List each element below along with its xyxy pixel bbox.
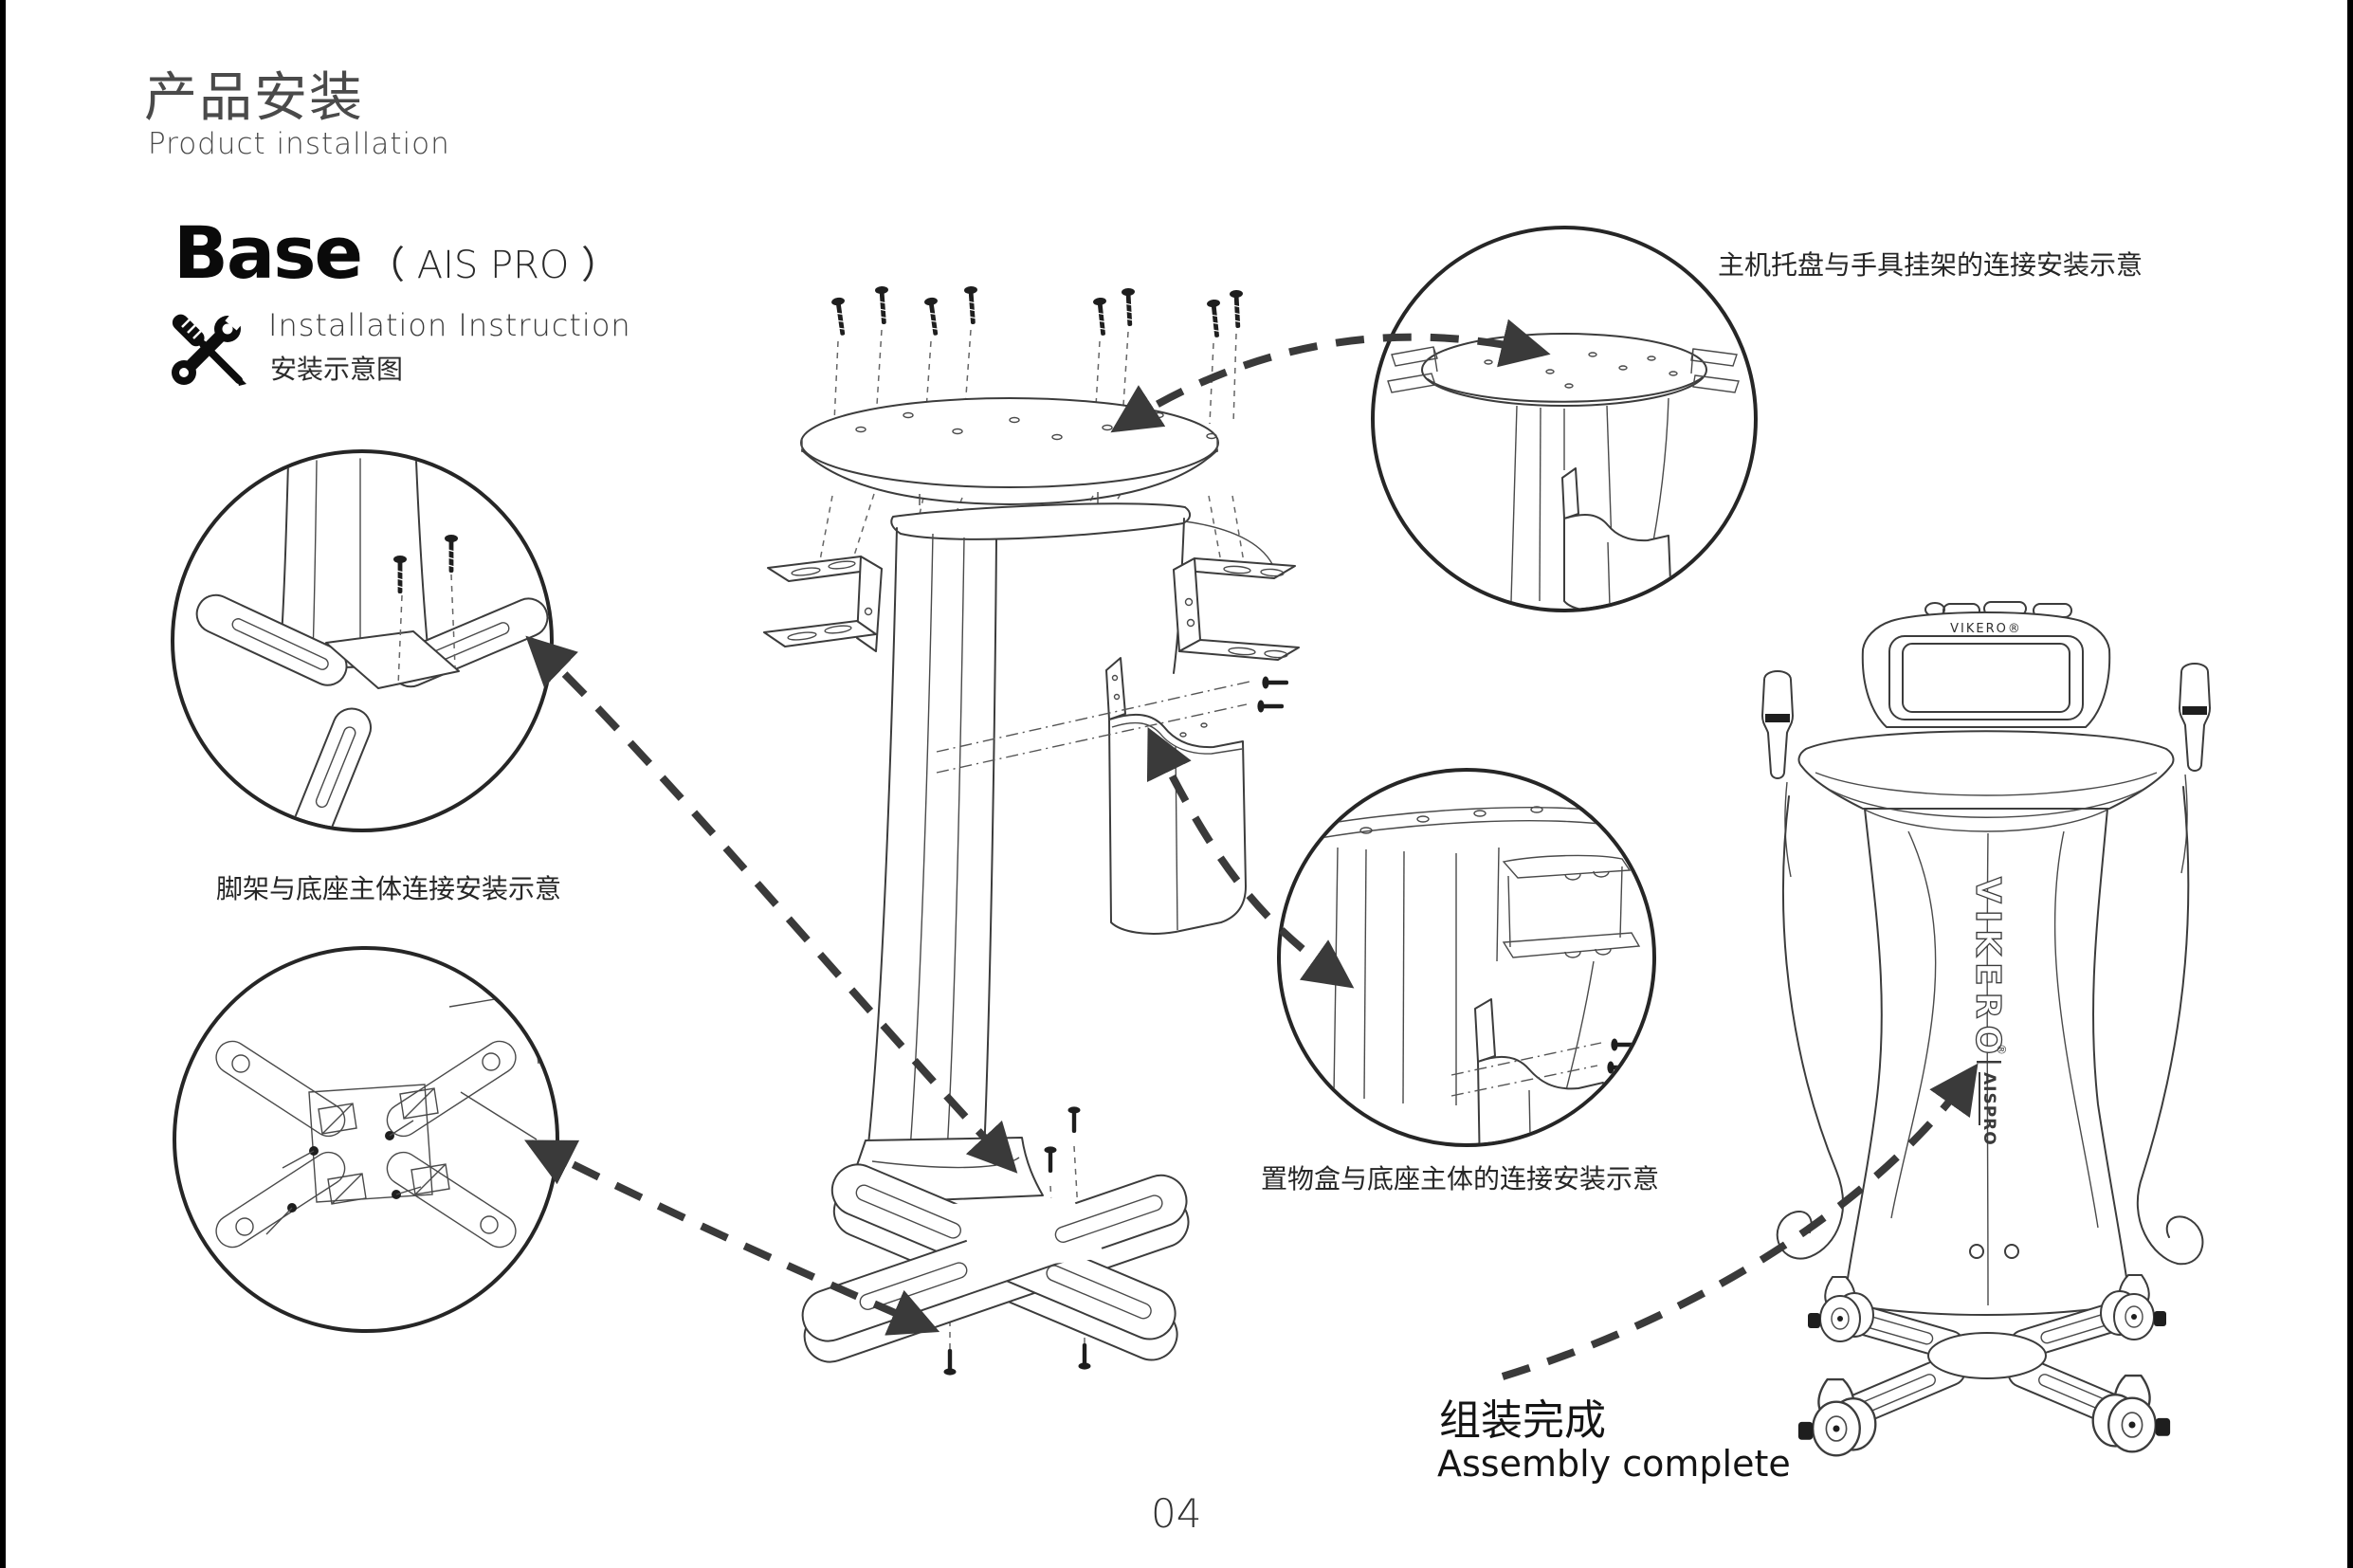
page-title: 产品安装 — [144, 67, 364, 129]
storage-box — [936, 657, 1288, 935]
exploded-diagram — [763, 284, 1300, 1376]
machine-side-brand: VIKERO — [1968, 877, 2007, 1061]
page-edge-left — [0, 0, 6, 1568]
detail-circle-tray — [1371, 226, 1758, 612]
hanger-bracket-left — [763, 556, 883, 652]
callout-label-box: 置物盒与底座主体的连接安装示意 — [1261, 1163, 1660, 1194]
callout-label-tray: 主机托盘与手具挂架的连接安装示意 — [1718, 249, 2143, 281]
handpiece-right — [2179, 663, 2211, 772]
section-model: （ AIS PRO ） — [367, 244, 620, 287]
box-column-lines — [1333, 847, 1500, 1105]
tray-storage-box — [1561, 467, 1671, 609]
caster-back-left — [1807, 1276, 1874, 1342]
base-screw — [943, 1349, 957, 1376]
page-subtitle: Product installation — [148, 127, 450, 161]
section-heading: Base（ AIS PRO ） — [173, 210, 619, 295]
hanger-bracket-right — [1173, 557, 1300, 661]
base-screw — [1067, 1106, 1081, 1133]
assembly-complete-zh: 组装完成 — [1439, 1396, 1606, 1445]
section-title: Base — [173, 210, 363, 295]
box-shelf — [1502, 854, 1641, 1095]
caster-front-right — [2091, 1374, 2172, 1453]
machine-body: VIKERO ® AISPRO — [1843, 808, 2131, 1316]
detail-circle-box — [1277, 768, 1656, 1147]
assembled-machine: VIKERO® VIKERO ® AISPRO — [1761, 601, 2211, 1457]
machine-head: VIKERO® — [1861, 611, 2111, 728]
machine-side-branding: VIKERO ® AISPRO — [1967, 876, 2008, 1146]
callout-label-foot: 脚架与底座主体连接安装示意 — [216, 873, 562, 904]
page-edge-right — [2347, 0, 2353, 1568]
instruction-title-en: Installation Instruction — [268, 307, 631, 343]
assembly-complete-en: Assembly complete — [1437, 1443, 1791, 1485]
machine-panel-brand: VIKERO® — [1950, 622, 2022, 636]
plate-bolts — [265, 1120, 422, 1235]
detail-circle-foot — [171, 449, 554, 832]
handpiece-left — [1761, 670, 1794, 779]
base-screw — [1044, 1146, 1057, 1173]
machine-side-model: AISPRO — [1979, 1072, 1998, 1146]
page-number: 04 — [1151, 1490, 1202, 1537]
box-part — [1450, 998, 1637, 1143]
screws-top — [830, 284, 1246, 339]
machine-base — [1797, 1274, 2172, 1457]
instruction-title-zh: 安装示意图 — [270, 354, 404, 385]
host-tray — [800, 397, 1219, 505]
caster-back-right — [2100, 1274, 2167, 1340]
machine-side-reg: ® — [1995, 1044, 2008, 1055]
tools-icon — [172, 310, 246, 386]
detail-circle-bracket-plate — [173, 946, 559, 1333]
machine-cowl — [1797, 730, 2175, 832]
base-screw — [1078, 1343, 1091, 1370]
